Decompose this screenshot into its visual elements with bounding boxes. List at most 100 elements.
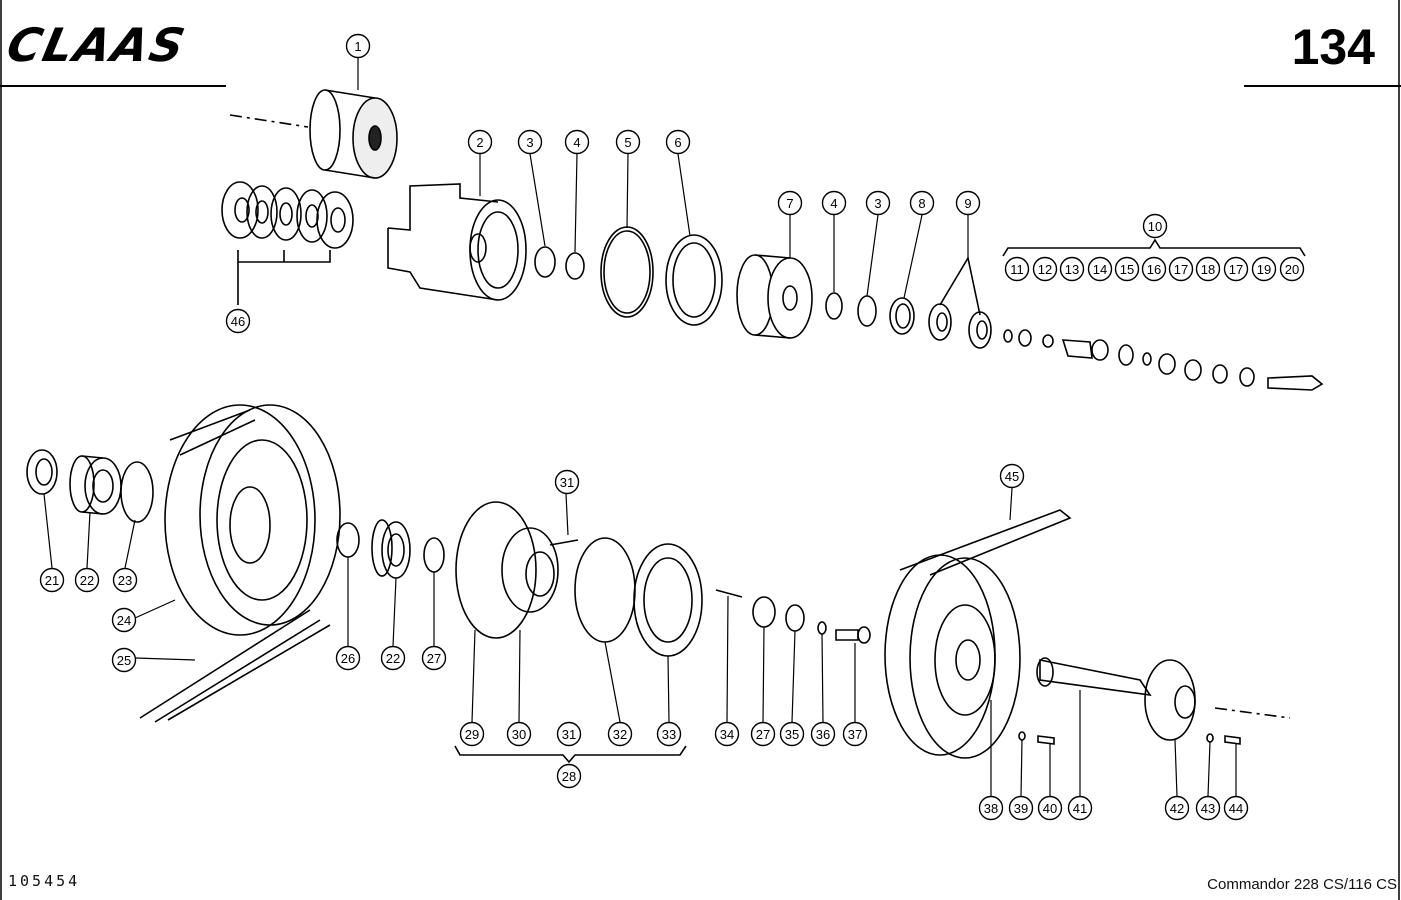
part-drawings (26, 89, 1324, 764)
callout-27: 27 (421, 645, 447, 671)
callout-label: 1 (354, 39, 361, 54)
callout-circle (554, 469, 580, 495)
callout-circle (1087, 256, 1113, 282)
callout-circle (810, 721, 836, 747)
callout-circle (1195, 795, 1221, 821)
model-name: Commandor 228 CS/116 CS (1207, 876, 1397, 893)
callout-circle (1059, 256, 1085, 282)
callout-circle (750, 721, 776, 747)
callout-label: 38 (984, 801, 998, 816)
callout-circle (225, 308, 251, 334)
callout-38: 38 (978, 795, 1004, 821)
callout-24: 24 (111, 607, 137, 633)
callout-circle (506, 721, 532, 747)
callout-circle (1141, 256, 1167, 282)
callout-label: 24 (117, 613, 131, 628)
callout-circle (564, 129, 590, 155)
part-1-grinding-stone (309, 89, 398, 179)
callout-circle (714, 721, 740, 747)
page-number: 134 (1291, 19, 1375, 75)
callout-label: 7 (786, 196, 793, 211)
callout-18: 18 (1195, 256, 1221, 282)
callout-1: 1 (345, 33, 371, 59)
callout-label: 31 (562, 727, 576, 742)
callout-label: 37 (848, 727, 862, 742)
callout-circle (556, 721, 582, 747)
callout-label: 43 (1201, 801, 1215, 816)
callout-circle (1195, 256, 1221, 282)
callout-37: 37 (842, 721, 868, 747)
callout-circle (955, 190, 981, 216)
callout-33: 33 (656, 721, 682, 747)
callout-40: 40 (1037, 795, 1063, 821)
callout-label: 19 (1257, 262, 1271, 277)
callout-29: 29 (459, 721, 485, 747)
callout-28: 28 (556, 763, 582, 789)
callout-label: 31 (560, 475, 574, 490)
callout-label: 46 (231, 314, 245, 329)
callout-circle (1168, 256, 1194, 282)
callout-label: 34 (720, 727, 734, 742)
callout-23: 23 (112, 567, 138, 593)
callout-circle (111, 607, 137, 633)
callout-label: 2 (476, 135, 483, 150)
callout-label: 40 (1043, 801, 1057, 816)
callout-3: 3 (865, 190, 891, 216)
callout-31: 31 (556, 721, 582, 747)
callout-circle (607, 721, 633, 747)
callout-32: 32 (607, 721, 633, 747)
callout-label: 23 (118, 573, 132, 588)
callout-circle (517, 129, 543, 155)
part-2-housing (387, 183, 527, 301)
callout-label: 22 (80, 573, 94, 588)
callout-43: 43 (1195, 795, 1221, 821)
callout-5: 5 (615, 129, 641, 155)
callout-9: 9 (955, 190, 981, 216)
callout-20: 20 (1279, 256, 1305, 282)
callout-label: 9 (964, 196, 971, 211)
callout-42: 42 (1164, 795, 1190, 821)
callout-2: 2 (467, 129, 493, 155)
callout-label: 25 (117, 653, 131, 668)
callout-circle (1114, 256, 1140, 282)
callout-22: 22 (74, 567, 100, 593)
callout-4: 4 (564, 129, 590, 155)
callout-label: 39 (1014, 801, 1028, 816)
callout-39: 39 (1008, 795, 1034, 821)
callout-circle (1164, 795, 1190, 821)
callout-label: 18 (1201, 262, 1215, 277)
callout-circle (779, 721, 805, 747)
callout-circle (39, 567, 65, 593)
callout-circle (1037, 795, 1063, 821)
callout-label: 30 (512, 727, 526, 742)
callout-25: 25 (111, 647, 137, 673)
callout-36: 36 (810, 721, 836, 747)
callout-label: 33 (662, 727, 676, 742)
callout-label: 4 (830, 196, 837, 211)
callout-label: 16 (1147, 262, 1161, 277)
callout-circle (656, 721, 682, 747)
part-24-pulley (139, 404, 341, 723)
callout-circle (999, 463, 1025, 489)
callout-circle (821, 190, 847, 216)
callout-13: 13 (1059, 256, 1085, 282)
callout-19: 19 (1251, 256, 1277, 282)
callout-41: 41 (1067, 795, 1093, 821)
callout-14: 14 (1087, 256, 1113, 282)
callout-8: 8 (909, 190, 935, 216)
callout-label: 35 (785, 727, 799, 742)
callout-label: 42 (1170, 801, 1184, 816)
callout-circle (1008, 795, 1034, 821)
callout-35: 35 (779, 721, 805, 747)
callout-17: 17 (1168, 256, 1194, 282)
callout-circle (1032, 256, 1058, 282)
callout-label: 29 (465, 727, 479, 742)
callout-label: 12 (1038, 262, 1052, 277)
callout-4: 4 (821, 190, 847, 216)
callout-label: 10 (1148, 219, 1162, 234)
callout-label: 11 (1010, 262, 1024, 277)
callout-circle (1279, 256, 1305, 282)
